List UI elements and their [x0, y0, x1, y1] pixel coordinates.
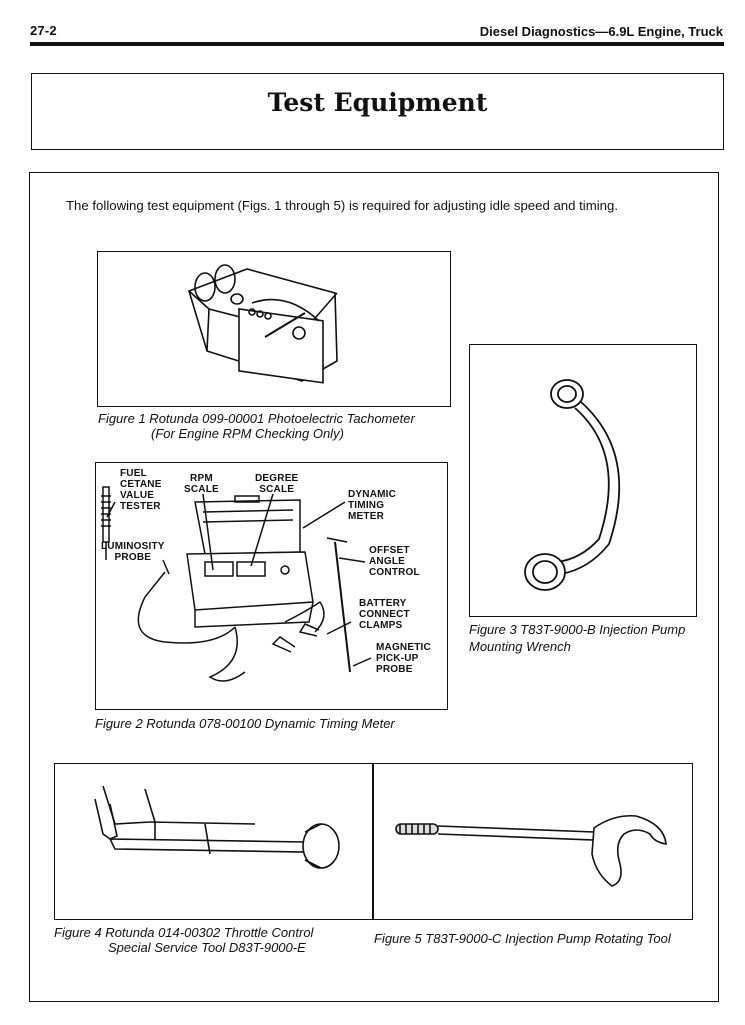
figure-4-caption-sub: Special Service Tool D83T-9000-E: [108, 940, 306, 955]
tachometer-illustration: [188, 264, 338, 384]
title-box: Test Equipment: [31, 73, 724, 150]
running-title: Diesel Diagnostics—6.9L Engine, Truck: [479, 24, 723, 39]
figure-2-frame: [95, 462, 448, 710]
content-box: [29, 172, 719, 1002]
mounting-wrench-illustration: [524, 379, 621, 591]
figure-5-caption: Figure 5 T83T-9000-C Injection Pump Rota…: [374, 931, 671, 946]
figure-4-caption: Figure 4 Rotunda 014-00302 Throttle Cont…: [54, 925, 314, 940]
figure-1-caption-sub: (For Engine RPM Checking Only): [151, 426, 344, 441]
figure-3-caption: Figure 3 T83T-9000-B Injection Pump: [469, 622, 686, 637]
page-title: Test Equipment: [267, 88, 488, 117]
figure-2-caption: Figure 2 Rotunda 078-00100 Dynamic Timin…: [95, 716, 395, 731]
figure-4-5-divider: [372, 763, 374, 920]
figure-1-frame: [97, 251, 451, 407]
rotating-tool-illustration: [395, 814, 667, 887]
figure-3-caption-sub: Mounting Wrench: [469, 639, 571, 654]
intro-text: The following test equipment (Figs. 1 th…: [66, 198, 618, 213]
figure-1-caption: Figure 1 Rotunda 099-00001 Photoelectric…: [98, 411, 415, 426]
timing-meter-illustration: [101, 486, 372, 682]
header-rule: [30, 42, 724, 46]
throttle-control-tool-illustration: [94, 785, 340, 869]
figure-3-frame: [469, 344, 697, 617]
page-number: 27-2: [30, 23, 57, 38]
